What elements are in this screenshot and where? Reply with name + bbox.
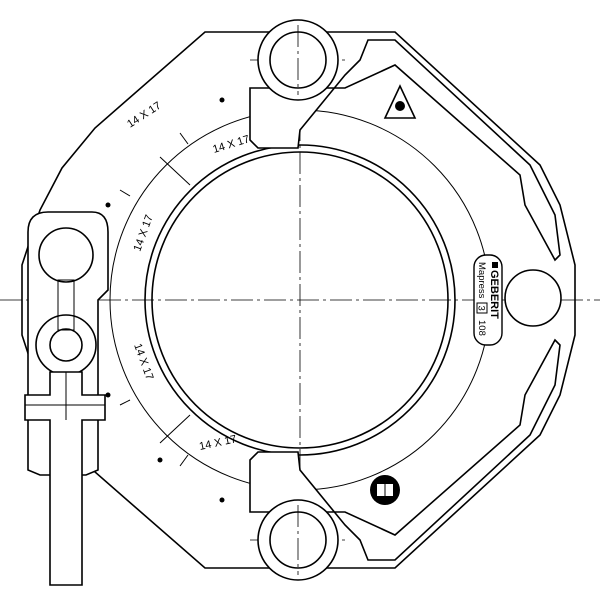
product-name: Mapress bbox=[476, 262, 487, 299]
latch-handle bbox=[24, 371, 106, 586]
size-number: 108 bbox=[476, 320, 487, 336]
hinge-link bbox=[57, 279, 75, 331]
marking-label: 14 X 17 bbox=[198, 433, 238, 453]
hinge-upper-pin bbox=[38, 227, 94, 283]
marking-label: 14 X 17 bbox=[125, 100, 163, 131]
segment-divider bbox=[179, 454, 189, 467]
alignment-hole bbox=[105, 202, 111, 208]
brand-badge: GEBERIT Mapress 3 108 bbox=[473, 254, 503, 346]
hinge-lower-pin bbox=[49, 328, 83, 362]
segment-divider bbox=[179, 132, 189, 145]
read-manual-icon bbox=[370, 475, 400, 505]
marking-label: 14 X 17 bbox=[211, 133, 251, 156]
generation-number: 3 bbox=[476, 306, 487, 311]
marking-label: 14 X 17 bbox=[132, 213, 156, 253]
top-jaw-plate bbox=[249, 39, 561, 262]
alignment-hole bbox=[219, 497, 225, 503]
alignment-hole bbox=[105, 392, 111, 398]
warning-triangle-icon bbox=[383, 84, 417, 119]
alignment-hole bbox=[219, 97, 225, 103]
segment-divider bbox=[159, 156, 191, 186]
bottom-jaw-plate bbox=[249, 338, 561, 561]
brand-name: GEBERIT bbox=[488, 270, 500, 319]
alignment-hole bbox=[157, 457, 163, 463]
segment-divider bbox=[159, 414, 191, 444]
right-pin bbox=[504, 269, 562, 327]
segment-divider bbox=[119, 189, 131, 197]
segment-divider bbox=[119, 399, 131, 406]
